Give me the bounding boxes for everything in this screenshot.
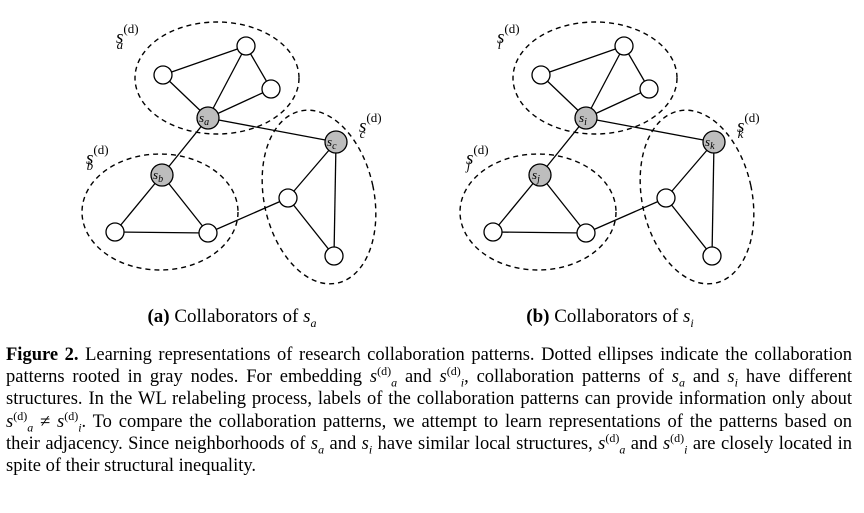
figure-caption: Figure 2. Learning representations of re… [6, 345, 852, 477]
ellipse-label-sj: s(d)j [465, 142, 489, 173]
subcaption-b: (b) Collaborators of si [526, 306, 694, 330]
node-label-j: sj [532, 167, 540, 185]
collaboration-patterns-figure: sa sb sc s(d)a s(d)b s(d)c si sj sk s(d)… [81, 21, 770, 296]
node-label-root-i: si [579, 110, 587, 128]
ellipse-label-si: s(d)i [497, 21, 520, 52]
ellipse-label-sa: s(d)a [116, 21, 139, 52]
node-label-root-a: sa [199, 110, 209, 128]
ellipse-label-sc: s(d)c [359, 110, 382, 141]
subcaption-a: (a) Collaborators of sa [147, 306, 317, 330]
node-label-k: sk [705, 134, 715, 152]
node-label-b: sb [153, 167, 163, 185]
panel-a: sa sb sc s(d)a s(d)b s(d)c [81, 21, 392, 296]
node-label-c: sc [327, 134, 337, 152]
ellipse-label-sk: s(d)k [737, 110, 760, 141]
panel-b: si sj sk s(d)i s(d)j s(d)k [459, 21, 770, 296]
ellipse-label-sb: s(d)b [86, 142, 109, 173]
